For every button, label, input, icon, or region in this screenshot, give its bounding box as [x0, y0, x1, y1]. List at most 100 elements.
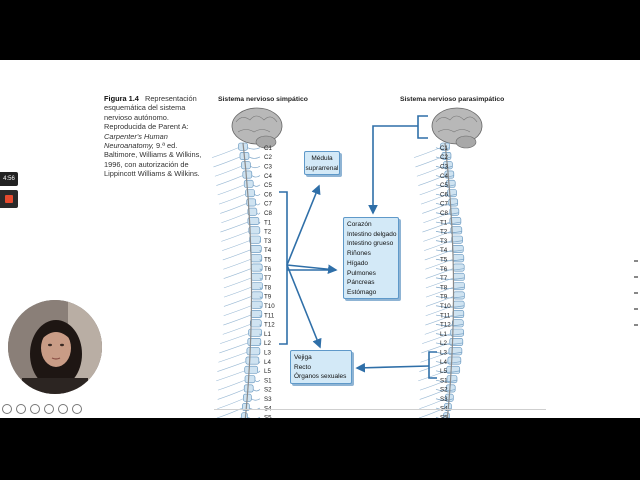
webcam-overlay: [8, 300, 102, 394]
vertebra: [246, 347, 261, 356]
spine-label: S5: [440, 415, 448, 418]
organ-item: Órganos sexuales: [294, 373, 347, 381]
brain-right: [431, 107, 483, 149]
slides-icon[interactable]: [44, 404, 54, 414]
spinal-nerve: [223, 296, 252, 307]
spinal-nerve: [425, 314, 453, 326]
spinal-nerve: [211, 147, 239, 158]
spine-label: T1: [440, 219, 448, 226]
spine-label: S4: [264, 405, 272, 412]
spinal-cord: [444, 142, 455, 418]
spinal-nerve: [435, 203, 458, 206]
parasympathetic-pathways: [355, 115, 437, 379]
spine-label: C8: [264, 210, 272, 217]
organ-item: Pulmones: [347, 269, 376, 277]
spinal-nerve: [419, 379, 448, 391]
spinal-nerve: [422, 203, 449, 214]
spinal-nerve: [252, 184, 261, 187]
organs-box: Corazón Intestino delgado Intestino grue…: [343, 217, 399, 299]
adrenal-medulla-box: Médula suprarrenal: [304, 151, 340, 175]
spine-label: T6: [264, 266, 272, 273]
spinal-nerve: [217, 389, 245, 400]
brain-left: [231, 107, 283, 149]
slide: Figura 1.4 Representación esquemática de…: [0, 60, 640, 418]
spine-label: L5: [264, 368, 271, 375]
spine-label: L1: [440, 331, 447, 338]
spinal-nerve: [251, 175, 261, 178]
spine-label: S1: [264, 377, 272, 384]
spinal-nerve: [222, 324, 251, 335]
spine-label: T9: [440, 294, 448, 301]
spinal-nerve: [221, 212, 248, 224]
spine-label: C8: [440, 210, 448, 217]
spinal-nerve: [254, 379, 261, 382]
spinal-nerve: [259, 240, 261, 243]
spinal-nerve: [435, 184, 456, 187]
more-icon[interactable]: [72, 404, 82, 414]
spine-label: C7: [440, 201, 448, 208]
spine-label: L2: [264, 340, 271, 347]
spinal-nerve: [425, 277, 454, 289]
next-icon[interactable]: [16, 404, 26, 414]
spinal-nerve: [258, 361, 261, 364]
spinal-nerve: [217, 361, 246, 372]
spinal-nerve: [239, 417, 242, 418]
spine-labels-right: C1C2C3C4C5C6C7C8T1T2T3T4T5T6T7T8T9T10T11…: [440, 145, 451, 418]
spinal-nerve: [252, 389, 261, 392]
spine-label: C7: [264, 201, 272, 208]
vertebra: [243, 179, 254, 188]
spinal-nerve: [259, 342, 262, 345]
spinal-nerve: [424, 240, 452, 251]
zoom-icon[interactable]: [58, 404, 68, 414]
nervous-system-diagram: C1C2C3C4C5C6C7C8T1T2T3T4T5T6T7T8T9T10T11…: [211, 107, 483, 418]
sympathetic-heading: Sistema nervioso simpático: [218, 96, 308, 103]
spine-label: L1: [264, 331, 271, 338]
spinal-nerve: [223, 268, 252, 279]
box-line: Médula: [311, 155, 333, 162]
spinal-nerve: [223, 314, 251, 326]
prev-icon[interactable]: [2, 404, 12, 414]
spine-label: S3: [440, 396, 448, 403]
spine-label: S4: [440, 405, 448, 412]
scroll-edge[interactable]: [634, 260, 640, 360]
spine-label: L4: [440, 359, 447, 366]
spinal-nerve: [435, 231, 462, 234]
spine-label: C6: [440, 191, 448, 198]
stop-icon: [5, 195, 13, 203]
slide-divider: [214, 409, 546, 410]
spine-label: L2: [440, 340, 447, 347]
caption-book-title: Carpenter's Human Neuroanatomy,: [104, 131, 168, 151]
stop-recording-button[interactable]: [0, 190, 18, 208]
caption-text-1: Representación esquemática del sistema n…: [104, 94, 197, 132]
spine-label: C4: [264, 173, 272, 180]
vertebra: [244, 375, 256, 384]
organ-item: Páncreas: [347, 279, 375, 287]
spine-label: T8: [264, 284, 272, 291]
spinal-nerve: [435, 156, 452, 159]
spinal-nerve: [416, 165, 444, 177]
spinal-nerve: [251, 398, 261, 401]
spine-label: T11: [264, 312, 275, 319]
spinal-nerve: [220, 203, 247, 214]
spine-right: [413, 142, 465, 418]
spinal-nerve: [221, 231, 249, 242]
spine-label: C1: [264, 145, 272, 152]
spinal-nerve: [435, 175, 454, 178]
spinal-nerve: [425, 296, 454, 307]
spinal-nerve: [247, 417, 261, 418]
spinal-nerve: [422, 221, 451, 233]
spine-label: C5: [440, 182, 448, 189]
spine-label: S2: [440, 387, 448, 394]
spinal-nerve: [420, 351, 450, 363]
pen-icon[interactable]: [30, 404, 40, 414]
spine-label: C3: [440, 163, 448, 170]
spine-labels-left: C1C2C3C4C5C6C7C8T1T2T3T4T5T6T7T8T9T10T11…: [264, 145, 275, 418]
spine-label: T2: [440, 229, 448, 236]
spinal-nerve: [216, 175, 243, 186]
spine-label: C2: [264, 154, 272, 161]
spinal-nerve: [220, 333, 249, 344]
spinal-nerve: [213, 156, 241, 168]
spine-label: S2: [264, 387, 272, 394]
spinal-nerve: [435, 240, 463, 243]
vertebra: [248, 226, 261, 235]
